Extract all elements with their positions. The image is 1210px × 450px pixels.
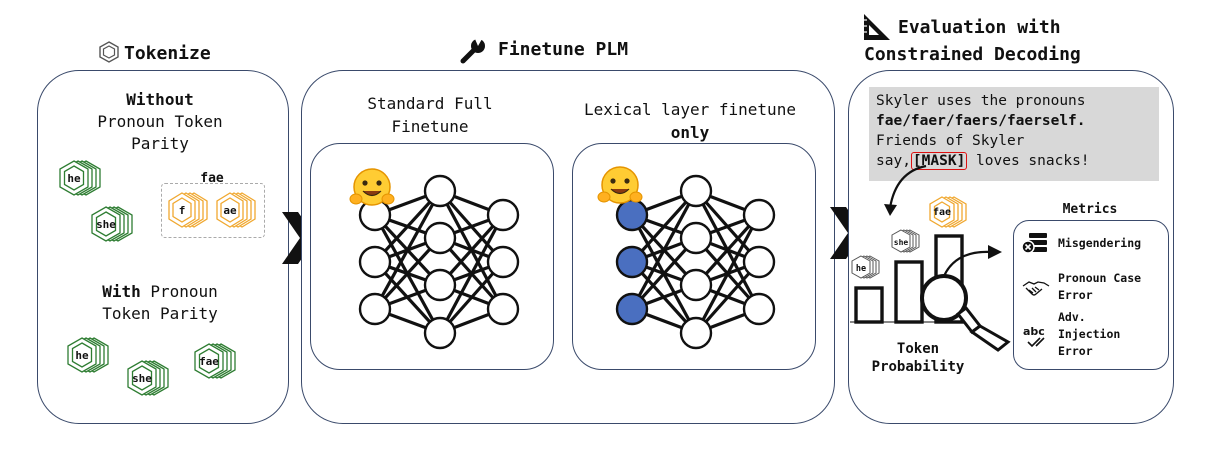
without-subtitle-2: Parity — [131, 134, 189, 153]
token-ae-label: ae — [223, 204, 237, 217]
lexical-network — [597, 166, 776, 350]
bar-token-she: she — [891, 229, 920, 253]
metric-pronoun-case-1: Pronoun Case — [1058, 271, 1142, 285]
evaluation-title-1: Evaluation with — [898, 17, 1061, 38]
metric-misgendering: Misgendering — [1058, 236, 1142, 250]
lexical-label-1: Lexical layer finetune — [584, 100, 796, 119]
bar-token-fae: fae — [929, 196, 967, 228]
evaluation-title-2: Constrained Decoding — [864, 44, 1081, 65]
token-ae-coin: ae — [216, 192, 256, 228]
prompt-tail: loves snacks! — [967, 153, 1090, 169]
token-probability-label-1: Token — [896, 341, 940, 357]
prompt-line-3: Friends of Skyler — [876, 133, 1025, 149]
svg-text:she: she — [894, 238, 909, 247]
hugging-face-icon — [349, 168, 395, 206]
prompt-line-4: say,[MASK] loves snacks! — [876, 151, 1152, 171]
set-square-icon — [864, 14, 890, 40]
token-f-coin: f — [168, 192, 208, 228]
token-she-parity-label: she — [132, 372, 152, 385]
token-fae-parity-label: fae — [199, 355, 219, 368]
standard-label-2: Finetune — [391, 117, 469, 136]
curved-arrow — [884, 164, 927, 216]
with-label-bold: With — [102, 282, 141, 301]
token-probability-chart — [850, 234, 1011, 352]
svg-text:fae: fae — [933, 207, 951, 218]
metric-adv-3: Error — [1058, 344, 1093, 358]
standard-label-1: Standard Full — [367, 94, 493, 113]
prompt-line-1: Skyler uses the pronouns — [876, 93, 1086, 109]
token-probability-label-2: Probability — [871, 359, 965, 375]
with-label-rest: Pronoun — [140, 282, 218, 301]
token-he-label: he — [67, 172, 81, 185]
without-subtitle-1: Pronoun Token — [97, 112, 223, 131]
tokenize-title: Tokenize — [124, 43, 211, 64]
token-he-parity-label: he — [75, 349, 89, 362]
token-she-coin: she — [91, 206, 133, 242]
without-label: Without — [126, 90, 194, 109]
prompt-say: say, — [876, 153, 911, 169]
token-she-label: she — [96, 218, 116, 231]
bar-token-he: he — [851, 255, 880, 279]
token-fae-coin-parity: fae — [194, 343, 236, 379]
standard-network — [349, 168, 520, 350]
token-he-coin-parity: he — [67, 337, 109, 373]
fae-split-box — [161, 183, 265, 238]
token-she-coin-parity: she — [127, 360, 169, 396]
mask-token: [MASK] — [910, 152, 968, 170]
magnifier-icon — [920, 274, 1011, 352]
wrench-icon — [460, 39, 485, 64]
token-hex-icon — [99, 41, 119, 63]
with-label-line1: With Pronoun — [60, 281, 260, 302]
spellcheck-icon: abc — [1023, 325, 1045, 348]
svg-text:he: he — [856, 264, 866, 274]
metrics-title: Metrics — [1062, 202, 1118, 217]
server-x-icon — [1021, 233, 1047, 254]
metric-adv-1: Adv. — [1058, 310, 1086, 324]
finetune-title: Finetune PLM — [498, 39, 629, 60]
token-f-label: f — [179, 204, 186, 217]
prompt-line-2: fae/faer/faers/faerself. — [876, 113, 1086, 129]
token-he-coin: he — [59, 160, 101, 196]
metric-adv-2: Injection — [1058, 327, 1121, 341]
prompt-box: Skyler uses the pronouns fae/faer/faers/… — [869, 87, 1159, 181]
svg-text:abc: abc — [1023, 325, 1045, 338]
fae-split-label: fae — [200, 171, 224, 186]
metric-pronoun-case-2: Error — [1058, 288, 1093, 302]
lexical-label-2: only — [670, 123, 710, 142]
hugging-face-icon — [597, 166, 643, 204]
with-label-line2: Token Parity — [102, 304, 218, 323]
handshake-icon — [1022, 281, 1050, 296]
